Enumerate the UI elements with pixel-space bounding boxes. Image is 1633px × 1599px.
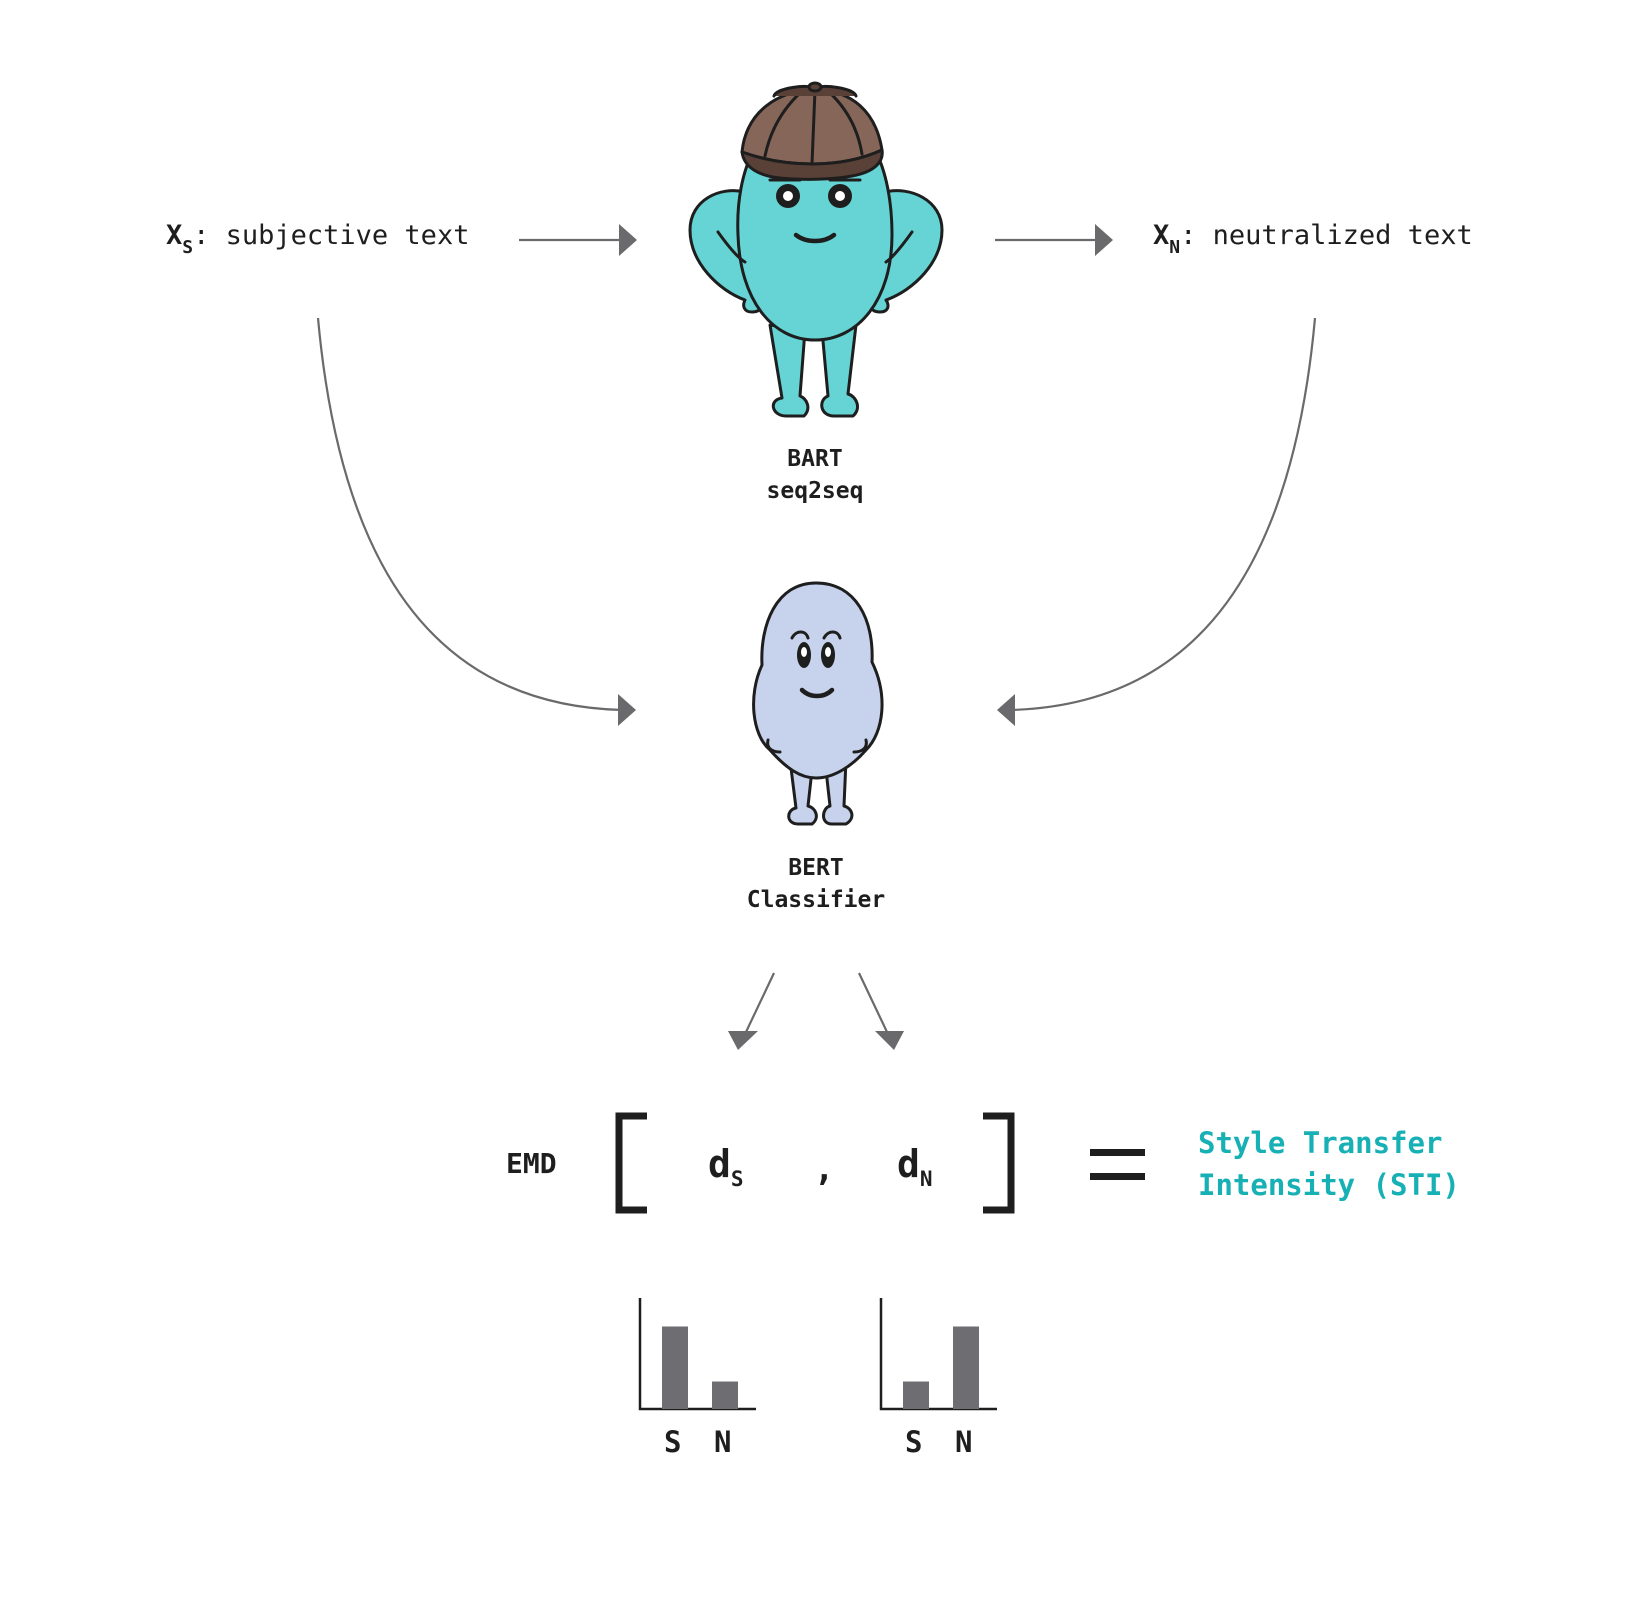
ds-subscript: S xyxy=(731,1167,744,1191)
output-label: : neutralized text xyxy=(1180,220,1473,251)
arrow-bart-to-output xyxy=(995,224,1113,256)
input-symbol: X xyxy=(166,220,182,251)
tick-label-s: S xyxy=(905,1425,922,1459)
arrow-bert-to-ds xyxy=(728,972,775,1050)
tick-label-n: N xyxy=(714,1425,731,1459)
bart-character-icon xyxy=(688,81,944,418)
bert-label-line1: BERT xyxy=(788,855,843,881)
input-subscript: S xyxy=(182,237,193,258)
right-bracket xyxy=(983,1112,1015,1214)
emd-label: EMD xyxy=(506,1147,557,1180)
input-label: : subjective text xyxy=(193,220,469,251)
arrow-output-to-bert xyxy=(997,317,1317,726)
output-text-label: XN: neutralized text xyxy=(1153,220,1473,258)
bar-s xyxy=(662,1326,688,1409)
dn-term: dN xyxy=(897,1142,933,1191)
chart-axis xyxy=(638,1298,756,1411)
dn-main: d xyxy=(897,1142,920,1186)
bart-label-line1: BART xyxy=(787,446,842,472)
dn-subscript: N xyxy=(920,1167,933,1191)
left-bracket xyxy=(615,1112,647,1214)
arrow-input-to-bert xyxy=(316,317,636,726)
bar-n xyxy=(712,1381,738,1409)
tick-label-n: N xyxy=(955,1425,972,1459)
bar-s xyxy=(903,1381,929,1409)
comma: , xyxy=(814,1149,834,1189)
equals-sign xyxy=(1090,1149,1145,1180)
bart-label-line2: seq2seq xyxy=(767,478,864,504)
input-text-label: XS: subjective text xyxy=(166,220,469,258)
bert-character-icon xyxy=(752,581,884,826)
tick-label-s: S xyxy=(664,1425,681,1459)
arrow-bert-to-dn xyxy=(858,972,904,1050)
sti-line1: Style Transfer xyxy=(1198,1126,1442,1160)
bar-n xyxy=(953,1326,979,1409)
chart-axis xyxy=(879,1298,997,1411)
output-subscript: N xyxy=(1169,237,1180,258)
arrow-input-to-bart xyxy=(519,224,637,256)
sti-line2: Intensity (STI) xyxy=(1198,1168,1460,1202)
bert-label-line2: Classifier xyxy=(747,887,885,913)
ds-term: dS xyxy=(708,1142,744,1191)
output-symbol: X xyxy=(1153,220,1169,251)
ds-main: d xyxy=(708,1142,731,1186)
